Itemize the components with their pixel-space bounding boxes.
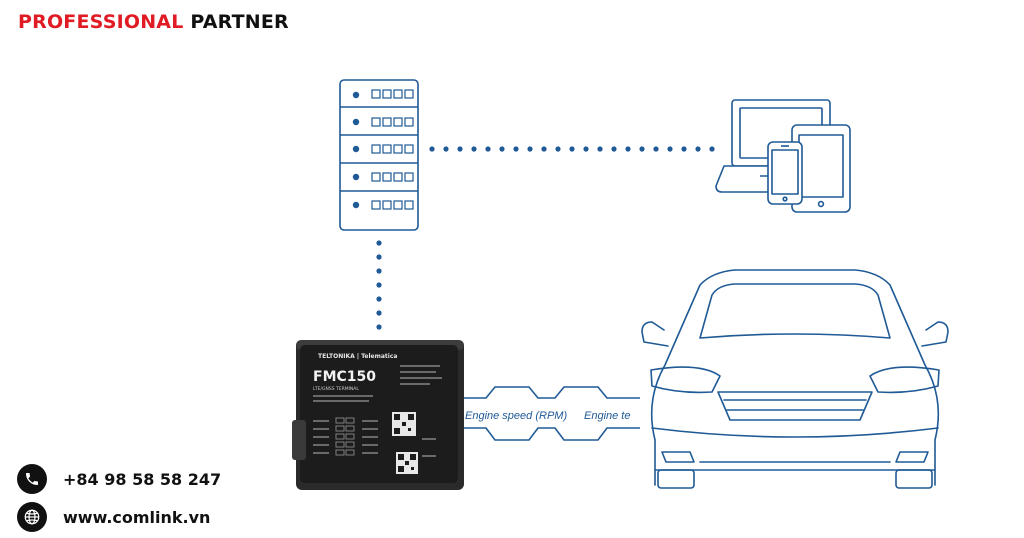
contact-website: www.comlink.vn [17, 502, 210, 532]
phone-icon [17, 464, 47, 494]
device-subtitle: LTE/GNSS TERMINAL [313, 386, 359, 392]
device-brand: TELTONIKA | Telematica [318, 353, 397, 360]
server-device-link [429, 146, 715, 152]
contact-phone: +84 98 58 58 247 [17, 464, 221, 494]
qr-code-icon [392, 412, 418, 474]
signal-label-rpm: Engine speed (RPM) [465, 410, 567, 422]
car-icon [641, 269, 949, 489]
brand-accent: PROFESSIONAL [18, 11, 184, 33]
globe-icon [17, 502, 47, 532]
fmc150-tracker-device: TELTONIKA | Telematica FMC150 LTE/GNSS T… [292, 340, 464, 490]
client-devices-icon [715, 99, 851, 213]
server-tracker-link [376, 240, 382, 330]
server-icon [339, 79, 419, 231]
phone-number[interactable]: +84 98 58 58 247 [63, 469, 222, 489]
can-bus-waveform: Engine speed (RPM) Engine te [463, 386, 640, 441]
device-model: FMC150 [313, 369, 376, 385]
website-link[interactable]: www.comlink.vn [63, 507, 211, 527]
brand-rest: PARTNER [190, 11, 289, 33]
brand-header: PROFESSIONAL PARTNER [18, 11, 289, 33]
signal-label-engine-temp: Engine te [584, 410, 630, 422]
